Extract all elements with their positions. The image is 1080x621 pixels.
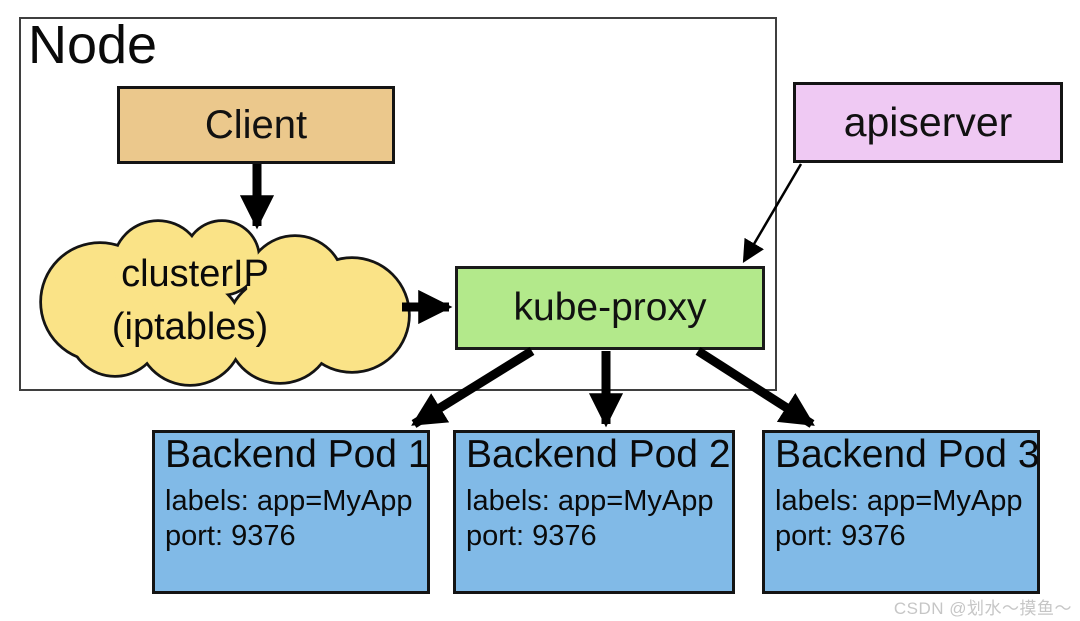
csdn-watermark: CSDN @划水～摸鱼～ bbox=[893, 599, 1072, 618]
backend-pod-1-box: Backend Pod 1 labels: app=MyApp port: 93… bbox=[152, 430, 430, 594]
backend-pod-2-labels: labels: app=MyApp bbox=[466, 484, 714, 517]
backend-pod-1-title: Backend Pod 1 bbox=[165, 433, 430, 476]
client-box: Client bbox=[117, 86, 395, 164]
backend-pod-1-port: port: 9376 bbox=[165, 520, 296, 553]
backend-pod-2-box: Backend Pod 2 labels: app=MyApp port: 93… bbox=[453, 430, 735, 594]
node-label: Node bbox=[28, 15, 158, 75]
backend-pod-3-port: port: 9376 bbox=[775, 520, 906, 553]
kube-proxy-label: kube-proxy bbox=[513, 286, 707, 329]
backend-pod-1-labels: labels: app=MyApp bbox=[165, 484, 413, 517]
kube-proxy-box: kube-proxy bbox=[455, 266, 765, 350]
backend-pod-2-title: Backend Pod 2 bbox=[466, 433, 731, 476]
backend-pod-3-box: Backend Pod 3 labels: app=MyApp port: 93… bbox=[762, 430, 1040, 594]
client-label: Client bbox=[204, 102, 308, 147]
backend-pod-3-labels: labels: app=MyApp bbox=[775, 484, 1023, 517]
backend-pod-2-port: port: 9376 bbox=[466, 520, 597, 553]
backend-pod-3-title: Backend Pod 3 bbox=[775, 433, 1040, 476]
apiserver-box: apiserver bbox=[793, 82, 1063, 163]
apiserver-label: apiserver bbox=[843, 99, 1013, 145]
